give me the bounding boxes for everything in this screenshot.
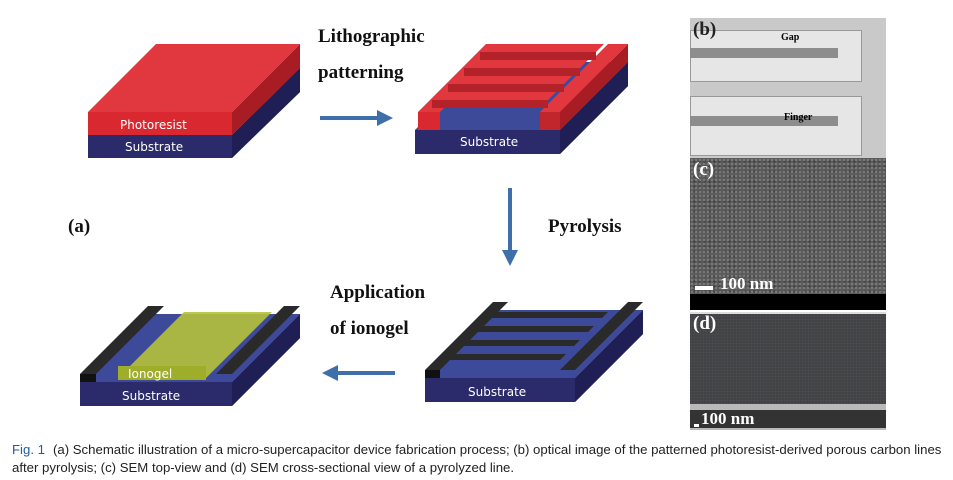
gap-label: Gap: [781, 32, 800, 43]
panel-a-label: (a): [68, 216, 90, 237]
patterned-block: Substrate: [415, 44, 628, 154]
optical-image-b: (b) Gap Finger: [690, 18, 886, 158]
sem-cross-section-d: (d) 100 nm: [690, 312, 886, 430]
ionogel-block: Ionogel Substrate: [80, 306, 300, 406]
substrate-label: Substrate: [468, 385, 526, 399]
panel-d-label: (d): [693, 313, 717, 334]
panel-c-label: (c): [693, 159, 715, 180]
photoresist-label: Photoresist: [120, 118, 187, 132]
ionogel-label: Ionogel: [128, 367, 172, 381]
finger-label: Finger: [784, 112, 813, 123]
caption-text: (a) Schematic illustration of a micro-su…: [12, 442, 942, 475]
figure-caption: Fig. 1(a) Schematic illustration of a mi…: [12, 441, 947, 477]
application-label: Application: [330, 282, 425, 303]
carbon-block: Substrate: [425, 302, 643, 402]
sem-top-view-c: (c) 100 nm: [690, 158, 886, 310]
pyrolysis-label: Pyrolysis: [548, 216, 622, 237]
photoresist-block: Photoresist Substrate: [88, 44, 300, 158]
scale-bar-label: 100 nm: [701, 409, 755, 428]
substrate-label: Substrate: [125, 140, 183, 154]
scale-bar-label: 100 nm: [720, 274, 774, 293]
fabrication-schematic: Photoresist Substrate Lithographic patte…: [68, 26, 643, 406]
scale-bar-icon: [695, 286, 713, 290]
lithographic-label: Lithographic: [318, 26, 425, 47]
figure-number: Fig. 1: [12, 442, 45, 457]
patterning-label: patterning: [318, 62, 404, 83]
panel-b-label: (b): [693, 19, 717, 40]
substrate-label: Substrate: [460, 135, 518, 149]
substrate-label: Substrate: [122, 389, 180, 403]
scale-bar-icon: [694, 424, 699, 427]
ionogel-step-label: of ionogel: [330, 318, 409, 339]
